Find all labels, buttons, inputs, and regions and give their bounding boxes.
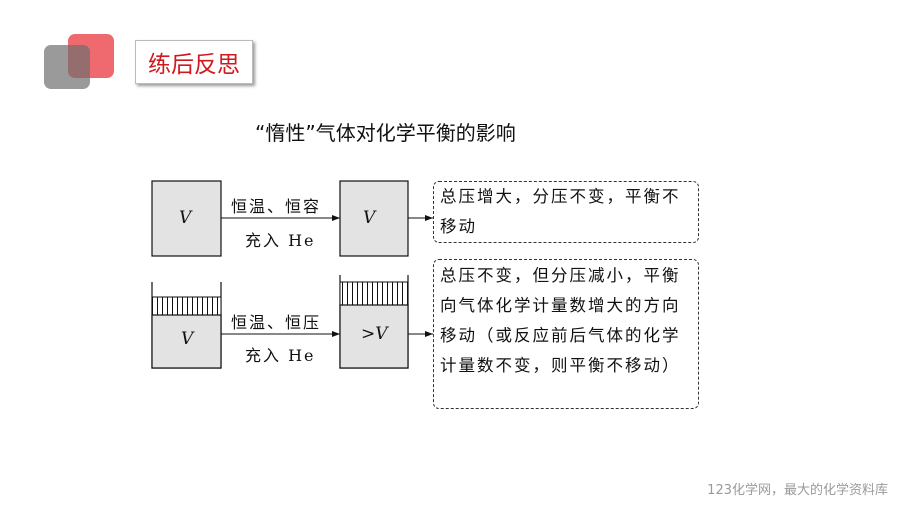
volume-label: V <box>179 208 192 228</box>
result-box: 总压不变，但分压减小，平衡向气体化学计量数增大的方向移动（或反应前后气体的化学计… <box>433 259 699 409</box>
piston-2b <box>339 281 409 306</box>
piston-2a <box>151 296 222 316</box>
container-1a <box>151 180 222 257</box>
result-box: 总压增大，分压不变，平衡不移动 <box>433 181 699 243</box>
decor-square-gray <box>44 45 90 89</box>
condition-label: 恒温、恒容 <box>231 197 322 216</box>
section-title: 练后反思 <box>135 40 253 84</box>
container-1b <box>339 180 409 257</box>
condition-label: 充入 He <box>245 346 316 365</box>
condition-label: 充入 He <box>245 231 316 250</box>
condition-label: 恒温、恒压 <box>231 313 322 332</box>
volume-label: V <box>181 329 194 349</box>
footer-watermark: 123化学网，最大的化学资料库 <box>707 483 888 498</box>
page-heading: “惰性”气体对化学平衡的影响 <box>255 121 516 145</box>
volume-label: V <box>363 208 376 228</box>
volume-label: >V <box>361 324 388 344</box>
